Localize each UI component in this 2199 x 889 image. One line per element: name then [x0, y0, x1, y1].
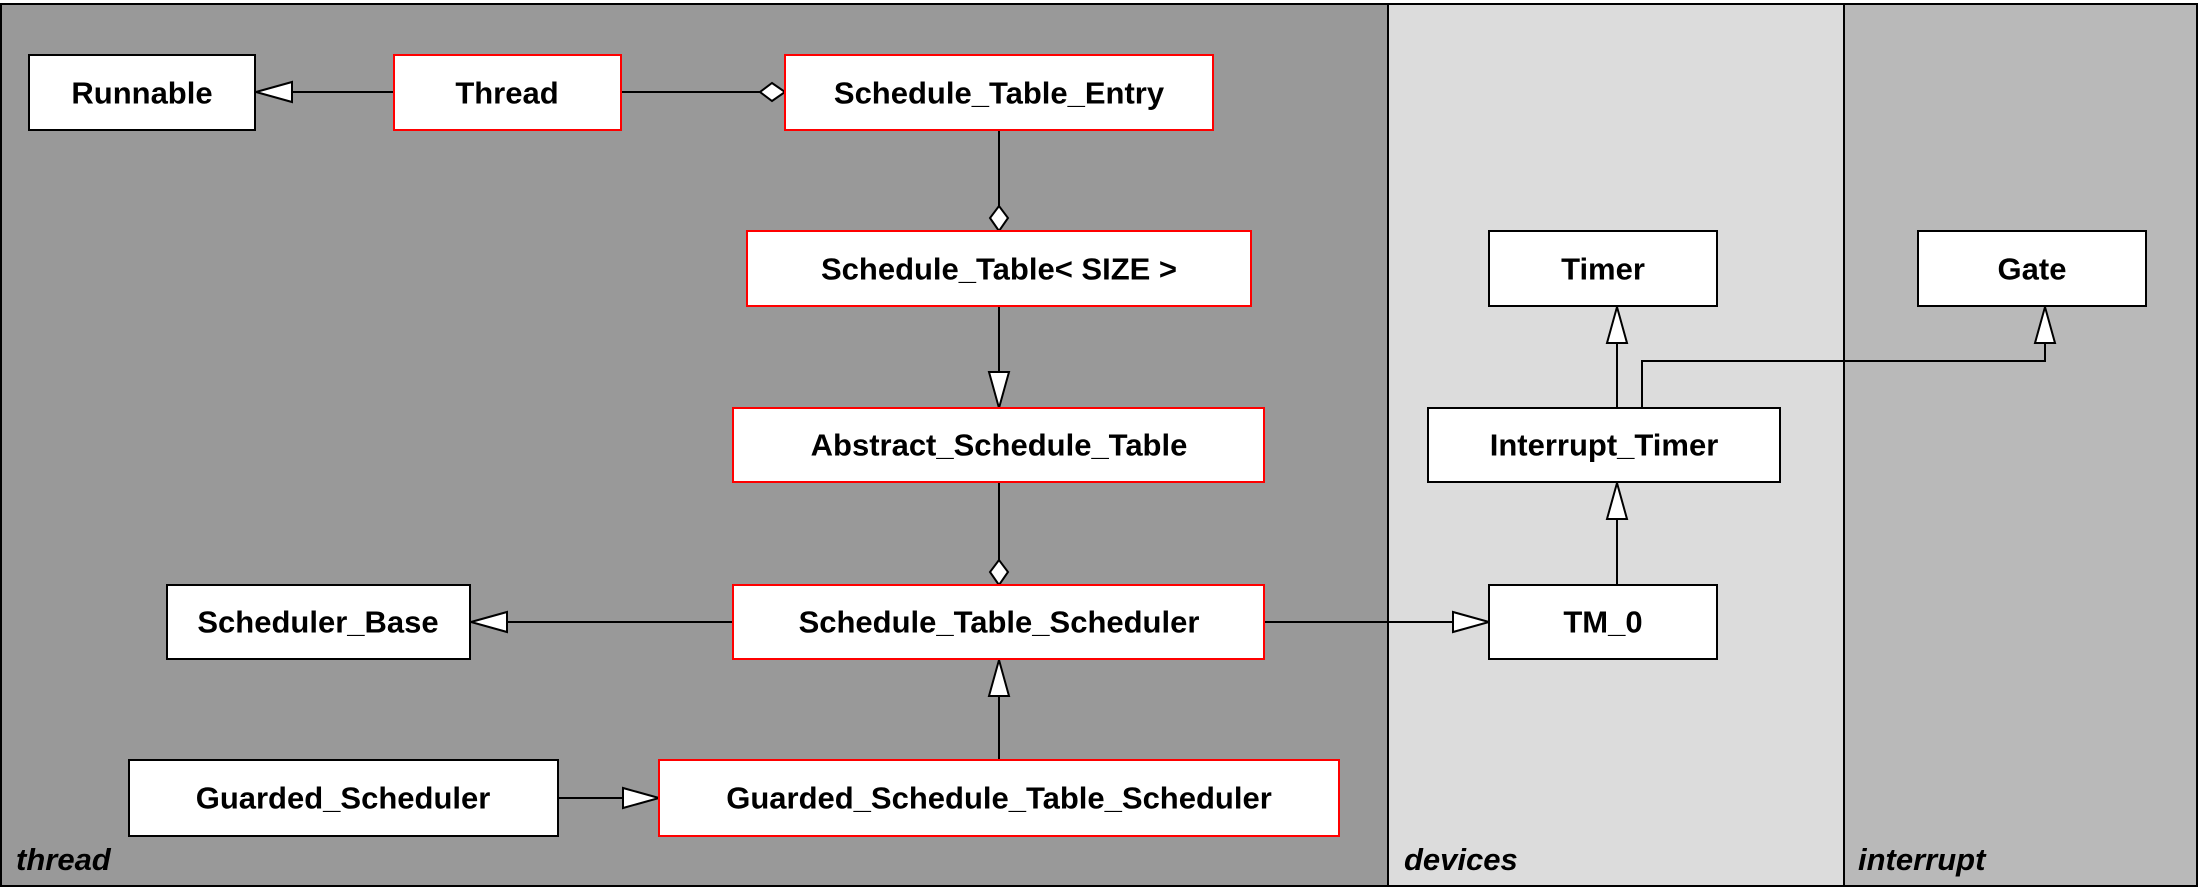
edge-guarded-sts-sts [987, 656, 1011, 760]
class-timer[interactable]: Timer [1488, 230, 1718, 307]
class-label: Scheduler_Base [197, 605, 438, 640]
class-thread[interactable]: Thread [393, 54, 622, 131]
class-label: Guarded_Scheduler [196, 781, 491, 816]
class-label: Schedule_Table_Entry [834, 76, 1165, 111]
class-scheduler-base[interactable]: Scheduler_Base [166, 584, 471, 660]
class-runnable[interactable]: Runnable [28, 54, 256, 131]
class-guarded-schedule-table-scheduler[interactable]: Guarded_Schedule_Table_Scheduler [658, 759, 1340, 837]
class-abstract-schedule-table[interactable]: Abstract_Schedule_Table [732, 407, 1265, 483]
edge-scheduler-base [467, 610, 733, 634]
edge-interrupt-timer-timer [1605, 303, 1629, 408]
class-label: Schedule_Table< SIZE > [821, 252, 1177, 287]
class-guarded-scheduler[interactable]: Guarded_Scheduler [128, 759, 559, 837]
edge-guarded-scheduler-gsts [558, 786, 663, 810]
class-label: Abstract_Schedule_Table [811, 428, 1188, 463]
class-label: Runnable [71, 76, 212, 111]
edge-schedule-table-abstract [987, 306, 1011, 412]
edge-abstract-scheduler [988, 482, 1010, 587]
package-label-devices: devices [1404, 842, 1518, 877]
package-label-interrupt: interrupt [1858, 842, 1987, 877]
class-schedule-table[interactable]: Schedule_Table< SIZE > [746, 230, 1252, 307]
class-label: Interrupt_Timer [1490, 428, 1719, 463]
class-schedule-table-scheduler[interactable]: Schedule_Table_Scheduler [732, 584, 1265, 660]
class-label: Thread [455, 76, 558, 111]
class-schedule-table-entry[interactable]: Schedule_Table_Entry [784, 54, 1214, 131]
class-label: Schedule_Table_Scheduler [799, 605, 1200, 640]
class-label: Gate [1998, 252, 2067, 287]
edge-thread-runnable [252, 80, 394, 104]
edge-sts-tm0 [1264, 610, 1493, 634]
edge-entry-schedule-table [988, 130, 1010, 233]
edge-tm0-interrupt-timer [1605, 479, 1629, 585]
class-gate[interactable]: Gate [1917, 230, 2147, 307]
package-interrupt: interrupt [1843, 3, 2198, 887]
package-label-thread: thread [16, 842, 112, 877]
edge-thread-schedule-table-entry [621, 81, 787, 103]
class-label: Timer [1561, 252, 1645, 287]
class-label: Guarded_Schedule_Table_Scheduler [726, 781, 1272, 816]
edge-interrupt-timer-gate [1641, 303, 2057, 408]
class-label: TM_0 [1563, 605, 1642, 640]
class-interrupt-timer[interactable]: Interrupt_Timer [1427, 407, 1781, 483]
class-tm-0[interactable]: TM_0 [1488, 584, 1718, 660]
